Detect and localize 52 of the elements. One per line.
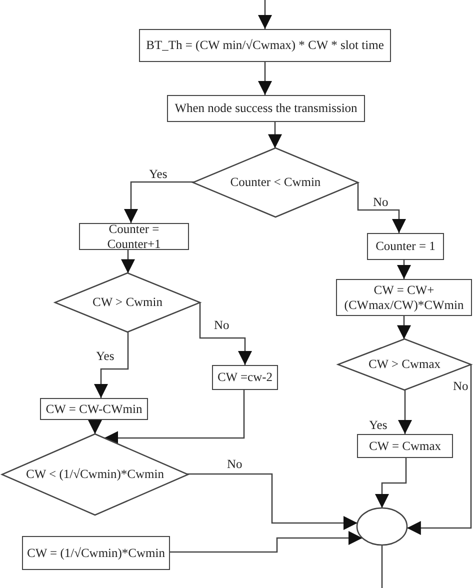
step-text: When node success the transmission [174, 101, 358, 116]
process-box [367, 233, 444, 260]
process-box [139, 29, 391, 62]
process-box [357, 434, 453, 458]
edge-label: Yes [368, 419, 388, 432]
arrow [268, 122, 282, 148]
arrow [375, 458, 407, 508]
arrow [88, 420, 102, 434]
step-text: Counter = Counter+1 [106, 222, 162, 252]
edge-label: No [226, 458, 244, 470]
step-text: BT_Th = (CW min/√Cwmax) * CW * slot time [146, 38, 384, 53]
step-text: CW =cw-2 [217, 370, 273, 385]
decision-diamond [338, 339, 471, 390]
arrow [258, 62, 272, 95]
edge-label: No [372, 196, 390, 208]
condition-text: CW > Cwmax [368, 357, 441, 372]
arrow [170, 531, 362, 553]
step-text: CW = (1/√Cwmin)*Cwmin [27, 546, 165, 560]
arrow [104, 390, 245, 445]
step-text: CW = Cwmax [368, 438, 442, 454]
process-box [167, 95, 365, 122]
arrow [258, 0, 272, 29]
connector-circle [357, 508, 407, 545]
arrow [124, 181, 194, 223]
arrow [398, 390, 412, 434]
arrow [94, 332, 129, 398]
process-box [336, 279, 472, 316]
condition-text: CW > Cwmin [92, 295, 163, 310]
edge-label: Yes [148, 168, 168, 180]
decision-diamond [55, 273, 200, 332]
process-box [79, 223, 189, 250]
decision-diamond [2, 434, 188, 515]
edge-label: No [452, 380, 470, 392]
step-text: CW = CW+ (CWmax/CW)*CWmin [343, 282, 465, 312]
connector-line [381, 545, 383, 588]
arrow [186, 473, 358, 530]
arrow [357, 182, 406, 233]
step-text: CW = CW-CWmin [46, 402, 142, 416]
process-box [22, 536, 170, 570]
edge-label: No [213, 319, 230, 332]
arrow [397, 316, 411, 340]
step-text: Counter = 1 [376, 239, 436, 254]
edge-label: Yes [95, 350, 116, 362]
condition-text: Counter < Cwmin [230, 175, 321, 190]
arrow [397, 260, 411, 279]
arrow [406, 364, 472, 535]
process-box [40, 398, 148, 420]
arrow [121, 250, 135, 274]
condition-text: CW < (1/√Cwmin)*Cwmin [26, 467, 164, 482]
decision-diamond [193, 148, 358, 217]
arrow [199, 302, 252, 365]
process-box [212, 365, 278, 390]
